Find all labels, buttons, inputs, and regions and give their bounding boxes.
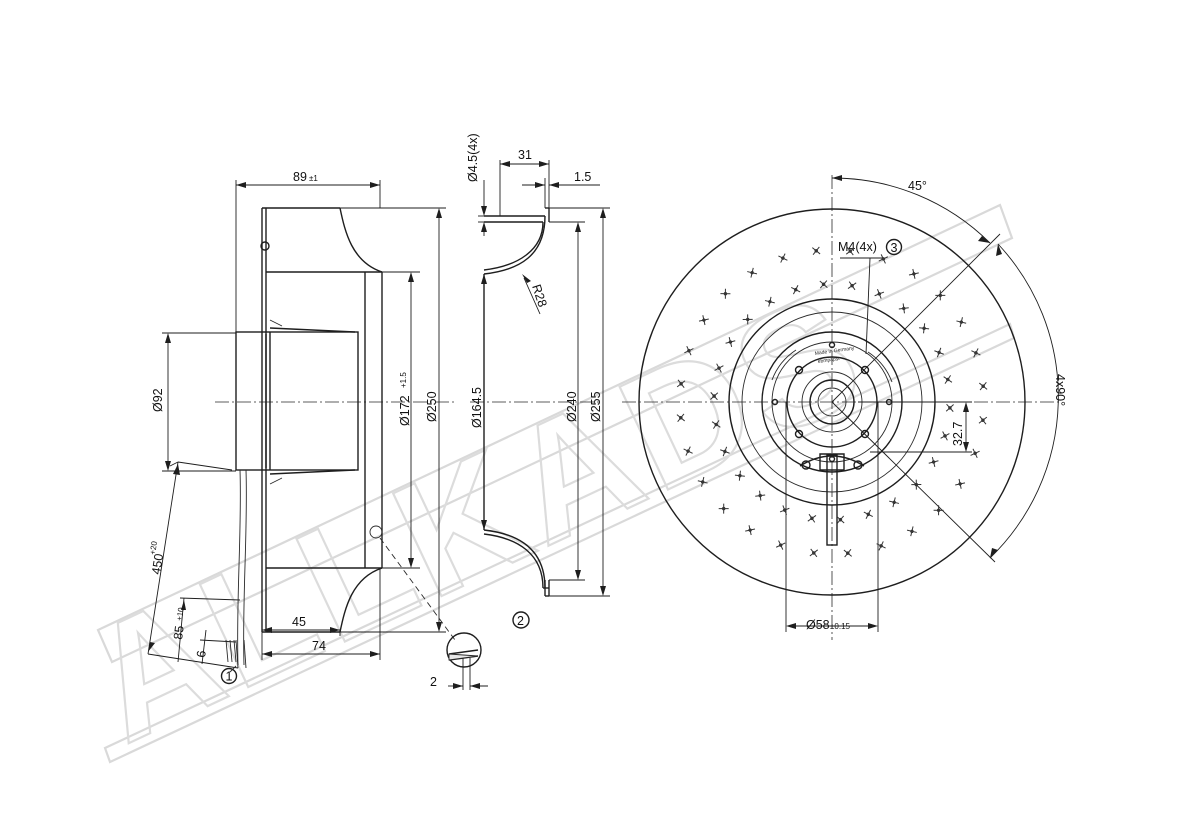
- dim-overall-width: 89: [293, 170, 307, 184]
- dim-m4: M4(4x): [838, 240, 877, 254]
- dim-85-tol: ±10: [175, 606, 186, 621]
- blade-marker: [710, 392, 719, 401]
- blade-marker: [908, 268, 919, 279]
- blade-marker: [697, 476, 708, 487]
- dim-inner-dia: Ø172: [398, 395, 412, 426]
- blade-marker: [807, 513, 817, 523]
- blade-marker: [734, 470, 745, 481]
- blade-marker: [718, 503, 729, 514]
- blade-marker: [764, 296, 775, 307]
- callout-2: 2: [517, 614, 524, 628]
- blade-marker: [898, 303, 909, 314]
- dim-1-5: 1.5: [574, 170, 591, 184]
- dim-164-5: Ø164.5: [470, 387, 484, 428]
- blade-marker: [933, 505, 944, 516]
- blade-marker: [683, 446, 693, 456]
- dim-32-7: 32.7: [951, 422, 965, 446]
- blade-marker: [755, 490, 766, 501]
- blade-marker: [943, 375, 953, 384]
- blade-marker: [876, 541, 886, 551]
- dim-58-tol: ±0.15: [830, 622, 851, 631]
- blade-marker: [720, 446, 730, 457]
- blade-marker: [928, 457, 939, 467]
- blade-marker: [843, 548, 853, 558]
- callout-3: 3: [891, 241, 898, 255]
- blade-marker: [940, 431, 950, 441]
- dim-outer-dia: Ø250: [425, 391, 439, 422]
- blade-marker: [711, 420, 721, 429]
- blade-marker: [698, 315, 709, 326]
- blade-marker: [955, 478, 966, 489]
- dim-240: Ø240: [565, 391, 579, 422]
- blade-marker: [809, 548, 819, 558]
- blade-marker: [934, 347, 944, 358]
- dim-85: 85: [171, 625, 187, 641]
- dim-45deg: 45°: [908, 179, 927, 193]
- dim-holes: Ø4.5(4x): [466, 133, 480, 182]
- blade-marker: [945, 403, 954, 412]
- blade-marker: [978, 381, 988, 391]
- dim-31: 31: [518, 148, 532, 162]
- section-view: Ø4.5(4x) 31 1.5 R28 Ø164.5 Ø240: [466, 133, 610, 629]
- dim-6: 6: [194, 650, 209, 659]
- blade-marker: [970, 448, 980, 459]
- blade-marker: [676, 379, 686, 389]
- blade-marker: [720, 288, 731, 299]
- side-view: Ø92 89 ±1 Ø172 +1.5 Ø250 45 74: [147, 170, 488, 690]
- blade-marker: [811, 246, 821, 256]
- blade-marker: [911, 479, 922, 490]
- dim-2: 2: [430, 675, 437, 689]
- blade-marker: [791, 285, 801, 295]
- blade-marker: [714, 363, 724, 373]
- dim-45: 45: [292, 615, 306, 629]
- dim-58: Ø58: [806, 618, 830, 632]
- dim-cable-len-tol: +20: [148, 540, 159, 555]
- blade-marker: [684, 345, 694, 356]
- dim-4x90: 4x90°: [1053, 374, 1067, 406]
- label-brand: ebmpapst: [817, 356, 840, 365]
- dim-74: 74: [312, 639, 326, 653]
- dim-cable-len: 450: [149, 553, 166, 576]
- label-made-in: Made in Germany: [814, 345, 855, 357]
- blade-marker: [935, 290, 946, 301]
- dim-255: Ø255: [589, 391, 603, 422]
- blade-marker: [971, 348, 981, 358]
- blade-marker: [779, 505, 790, 515]
- dim-overall-width-tol: ±1: [309, 174, 318, 183]
- blade-marker: [863, 509, 873, 519]
- impeller-blades: [676, 246, 988, 558]
- dim-radius: R28: [529, 283, 549, 309]
- blade-marker: [775, 540, 786, 550]
- blade-marker: [725, 337, 736, 347]
- blade-marker: [745, 525, 756, 536]
- blade-marker: [889, 497, 900, 508]
- blade-marker: [819, 280, 828, 289]
- front-view: 45° 4x90° M4(4x) 3 32.7 Ø58 ±0.15: [622, 175, 1067, 640]
- blade-marker: [978, 415, 988, 425]
- blade-marker: [956, 317, 967, 328]
- blade-marker: [778, 253, 788, 263]
- dim-hub-dia: Ø92: [151, 388, 165, 412]
- blade-marker: [847, 281, 857, 291]
- blade-marker: [836, 515, 845, 524]
- blade-marker: [919, 323, 930, 334]
- blade-marker: [747, 267, 758, 278]
- blade-marker: [874, 289, 885, 299]
- blade-marker: [845, 246, 855, 256]
- dim-inner-dia-tol: +1.5: [399, 372, 408, 388]
- watermark-text: ALLKADS: [62, 257, 892, 777]
- callout-1: 1: [226, 670, 233, 684]
- blade-marker: [676, 413, 686, 423]
- blade-marker: [878, 254, 889, 264]
- blade-marker: [906, 526, 917, 537]
- blade-marker: [742, 314, 753, 325]
